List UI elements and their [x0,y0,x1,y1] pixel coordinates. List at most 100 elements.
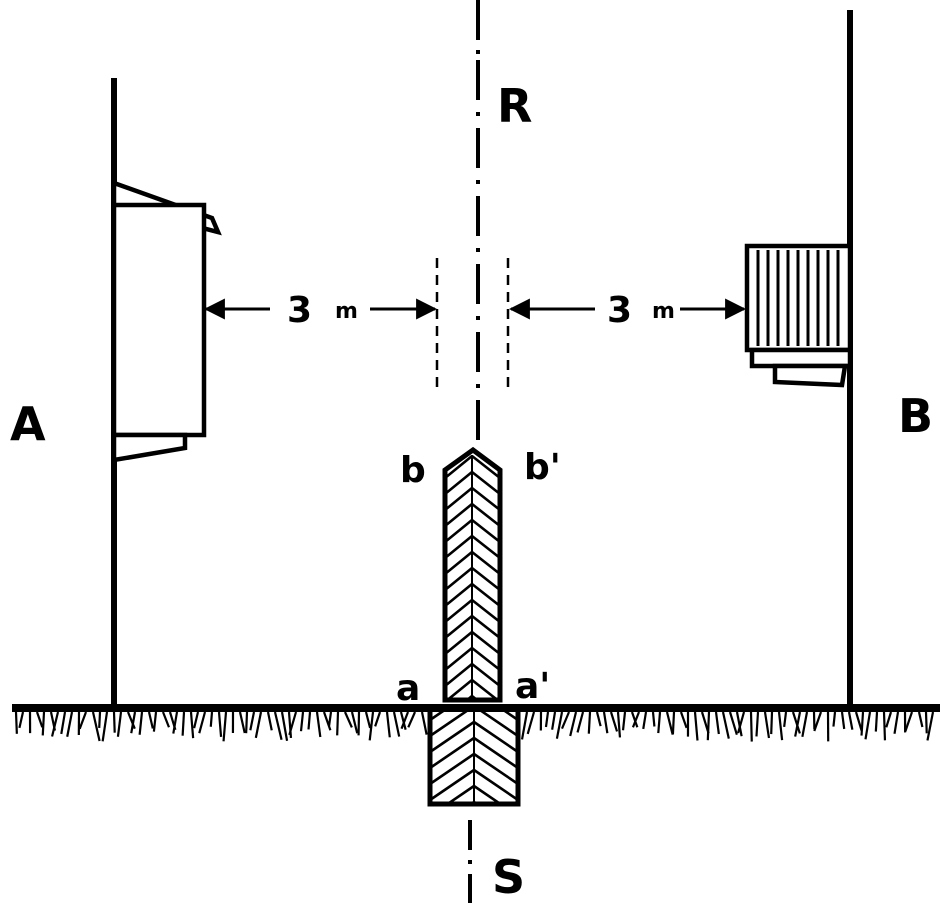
hatch-stroke [407,711,417,728]
hatch-stroke [299,711,305,732]
hatch-stroke [35,711,44,728]
hatch-stroke [847,711,854,730]
hatch-stroke [526,711,536,735]
hatch-stroke [631,711,641,728]
label-b-prime: b' [524,447,561,488]
hatch-stroke [430,736,475,770]
hatch-stroke [430,720,475,754]
hatch-stroke [706,711,711,741]
hatch-stroke [854,711,863,732]
hatch-stroke [138,711,144,735]
hatch-stroke [445,502,473,528]
hatch-stroke [161,711,170,728]
label-b-left: b [400,450,426,491]
hatch-stroke [78,711,88,730]
hatch-stroke [327,711,333,727]
hatch-stroke [763,711,771,739]
dimension-left-value: 3 [287,290,312,331]
hatch-stroke [181,711,186,736]
hatch-stroke [445,662,473,688]
hatch-stroke [714,711,720,735]
hatch-stroke [288,711,298,736]
hatch-stroke [130,711,137,734]
corridor-boundaries [435,258,510,390]
hatch-stroke [555,711,564,739]
hatch-stroke [445,646,473,672]
hatch-stroke [41,711,46,736]
hatch-stroke [266,711,273,731]
hatch-stroke [473,752,518,786]
hatch-stroke [400,711,410,730]
hatch-stroke [445,534,473,560]
hatch-stroke [172,711,179,734]
hatch-stroke [471,518,500,544]
label-b: B [898,389,933,443]
hatch-stroke [544,711,550,728]
hatch-stroke [801,711,809,738]
hatch-stroke [445,486,473,512]
hatch-stroke [445,454,473,480]
hatch-stroke [445,784,475,804]
hatch-stroke [147,711,154,729]
hatch-stroke [474,818,518,848]
hatch-stroke [368,711,375,741]
hatch-stroke [736,711,746,734]
hatch-stroke [860,711,865,736]
hatch-stroke [926,711,935,741]
hatch-stroke [430,708,450,722]
hatch-stroke [520,711,529,740]
hatch-stroke [245,711,249,734]
left-hive [111,179,222,463]
right-hive [744,243,853,388]
hatch-stroke [749,711,753,742]
hatch-stroke [777,711,784,741]
hatch-stroke [498,708,518,722]
hatch-stroke [399,711,407,730]
hatch-stroke [445,518,473,544]
label-r: R [497,79,532,133]
hatch-stroke [728,711,738,736]
hatch-stroke [254,711,263,739]
hatch-stroke [471,614,500,640]
hatch-stroke [924,711,928,734]
hatch-stroke [551,711,557,730]
hatch-stroke [471,550,500,576]
hatch-stroke [430,708,474,738]
hatch-stroke [273,711,283,740]
hatch-stroke [609,711,619,732]
hatch-stroke [322,711,332,731]
hatch-stroke [60,711,67,735]
hatch-stroke [445,614,473,640]
dimension-left-unit: m [335,299,358,324]
hatch-stroke [445,550,473,576]
hatch-stroke [576,711,585,733]
hatch-stroke [209,711,214,727]
hatch-stroke [587,711,592,734]
hatch-stroke [642,711,648,730]
hatch-stroke [445,470,473,496]
hatch-stroke [336,711,340,736]
hatch-stroke [471,534,500,560]
hatch-stroke [217,711,223,737]
hatch-stroke [350,711,359,734]
hatch-stroke [198,711,207,734]
hatch-stroke [343,711,353,728]
hatch-stroke [885,711,893,728]
hatch-stroke [280,711,289,742]
hatch-stroke [430,818,474,848]
hatch-stroke [101,711,109,742]
hatch-stroke [193,711,200,729]
hatch-stroke [471,630,500,656]
hatch-stroke [315,711,322,738]
hatch-stroke [474,708,518,738]
hatch-stroke [430,768,475,802]
hatch-stroke [18,711,25,729]
hatch-stroke [755,711,760,737]
hatch-stroke [430,752,475,786]
hatch-stroke [791,711,801,734]
hatch-stroke [832,711,837,727]
hatch-stroke [770,711,774,735]
hatch-stroke [189,711,195,739]
hatch-stroke [307,711,312,730]
hatch-stroke [473,736,518,770]
